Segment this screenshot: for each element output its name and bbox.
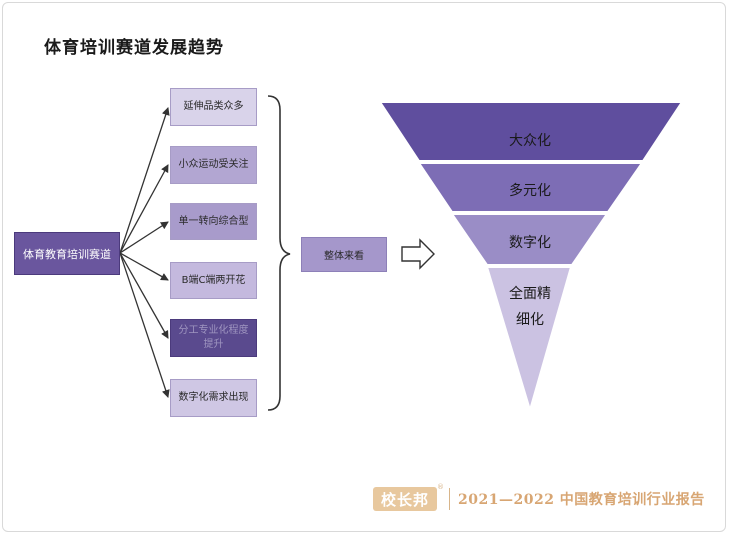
page-title: 体育培训赛道发展趋势 (44, 38, 224, 58)
branch-node-6: 数字化需求出现 (170, 379, 257, 417)
arrow-to-branch-4 (119, 252, 169, 281)
funnel-level-4 (485, 266, 573, 414)
arrow-to-branch-3 (119, 221, 169, 254)
funnel-label-3: 数字化 (509, 235, 551, 251)
root-node: 体育教育培训赛道 (14, 232, 120, 275)
funnel-level-2 (417, 162, 644, 213)
branch-node-1: 延伸品类众多 (170, 88, 257, 126)
arrow-to-branch-6 (119, 252, 170, 398)
arrow-to-branch-1 (119, 107, 170, 254)
funnel-level-3 (450, 213, 609, 266)
funnel-level-1 (378, 101, 684, 162)
branch-node-5: 分工专业化程度提升 (170, 319, 257, 357)
funnel-label-4-line2: 细化 (516, 312, 544, 328)
registered-mark: ® (437, 483, 444, 491)
branch-node-4: B端C端两开花 (170, 262, 257, 299)
overall-node: 整体来看 (301, 237, 387, 272)
funnel-label-1: 大众化 (509, 133, 551, 149)
footer-divider (449, 488, 450, 510)
branch-node-3: 单一转向综合型 (170, 203, 257, 240)
right-curly-brace (267, 95, 291, 411)
arrow-to-branch-2 (119, 164, 169, 254)
branch-node-2: 小众运动受关注 (170, 146, 257, 184)
arrow-to-branch-5 (119, 252, 169, 339)
funnel-label-4: 全面精 细化 (480, 281, 580, 333)
funnel-label-4-line1: 全面精 (509, 286, 551, 302)
funnel-label-2: 多元化 (509, 183, 551, 199)
brand-logo: 校长邦 (373, 487, 437, 511)
report-title: 2021—2022 中国教育培训行业报告 (458, 492, 705, 508)
hollow-arrow-icon (401, 238, 435, 270)
